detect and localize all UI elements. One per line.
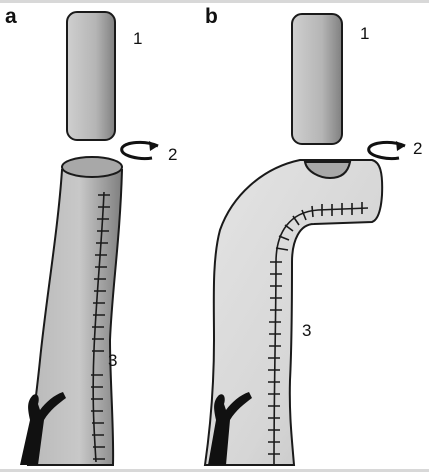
panel-label-a: a (5, 6, 17, 27)
rotation-arrow-b (369, 141, 405, 159)
graft-segment-b (292, 14, 342, 144)
vessel-body-b (205, 160, 382, 465)
label-arrow-a: 2 (168, 146, 177, 163)
label-vessel-b: 3 (302, 322, 311, 339)
label-vessel-a: 3 (108, 352, 117, 369)
rotation-arrow-a (122, 141, 158, 159)
panel-a (20, 12, 158, 465)
vessel-opening-a (62, 157, 122, 177)
panel-label-b: b (205, 6, 218, 27)
label-graft-a: 1 (133, 30, 142, 47)
label-graft-b: 1 (360, 25, 369, 42)
panel-b (205, 14, 405, 465)
label-arrow-b: 2 (413, 140, 422, 157)
graft-segment-a (67, 12, 115, 140)
